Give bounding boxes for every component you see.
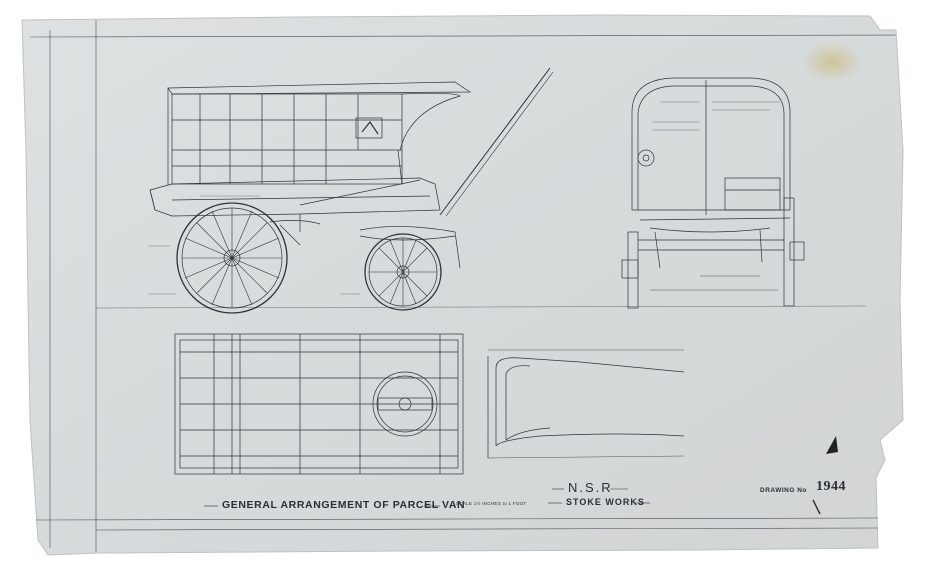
scale-note: SCALE 1½ INCHES to 1 FOOT [456,501,527,506]
torn-patch [826,436,838,454]
drawing-title: GENERAL ARRANGEMENT OF PARCEL VAN [222,499,466,511]
underframe-plan [174,333,464,475]
title-dashes [204,488,821,515]
drawing-number: 1944 [816,479,846,494]
drawing-number-label: DRAWING No [760,487,807,494]
works-name: STOKE WORKS [566,497,645,507]
company-name: N.S.R [568,480,613,495]
shafts-plan [487,349,685,459]
side-elevation [149,67,554,314]
end-elevation [621,77,805,309]
stain-mark [802,42,862,82]
dimension-notes [148,101,780,295]
sheet-border [29,20,897,552]
